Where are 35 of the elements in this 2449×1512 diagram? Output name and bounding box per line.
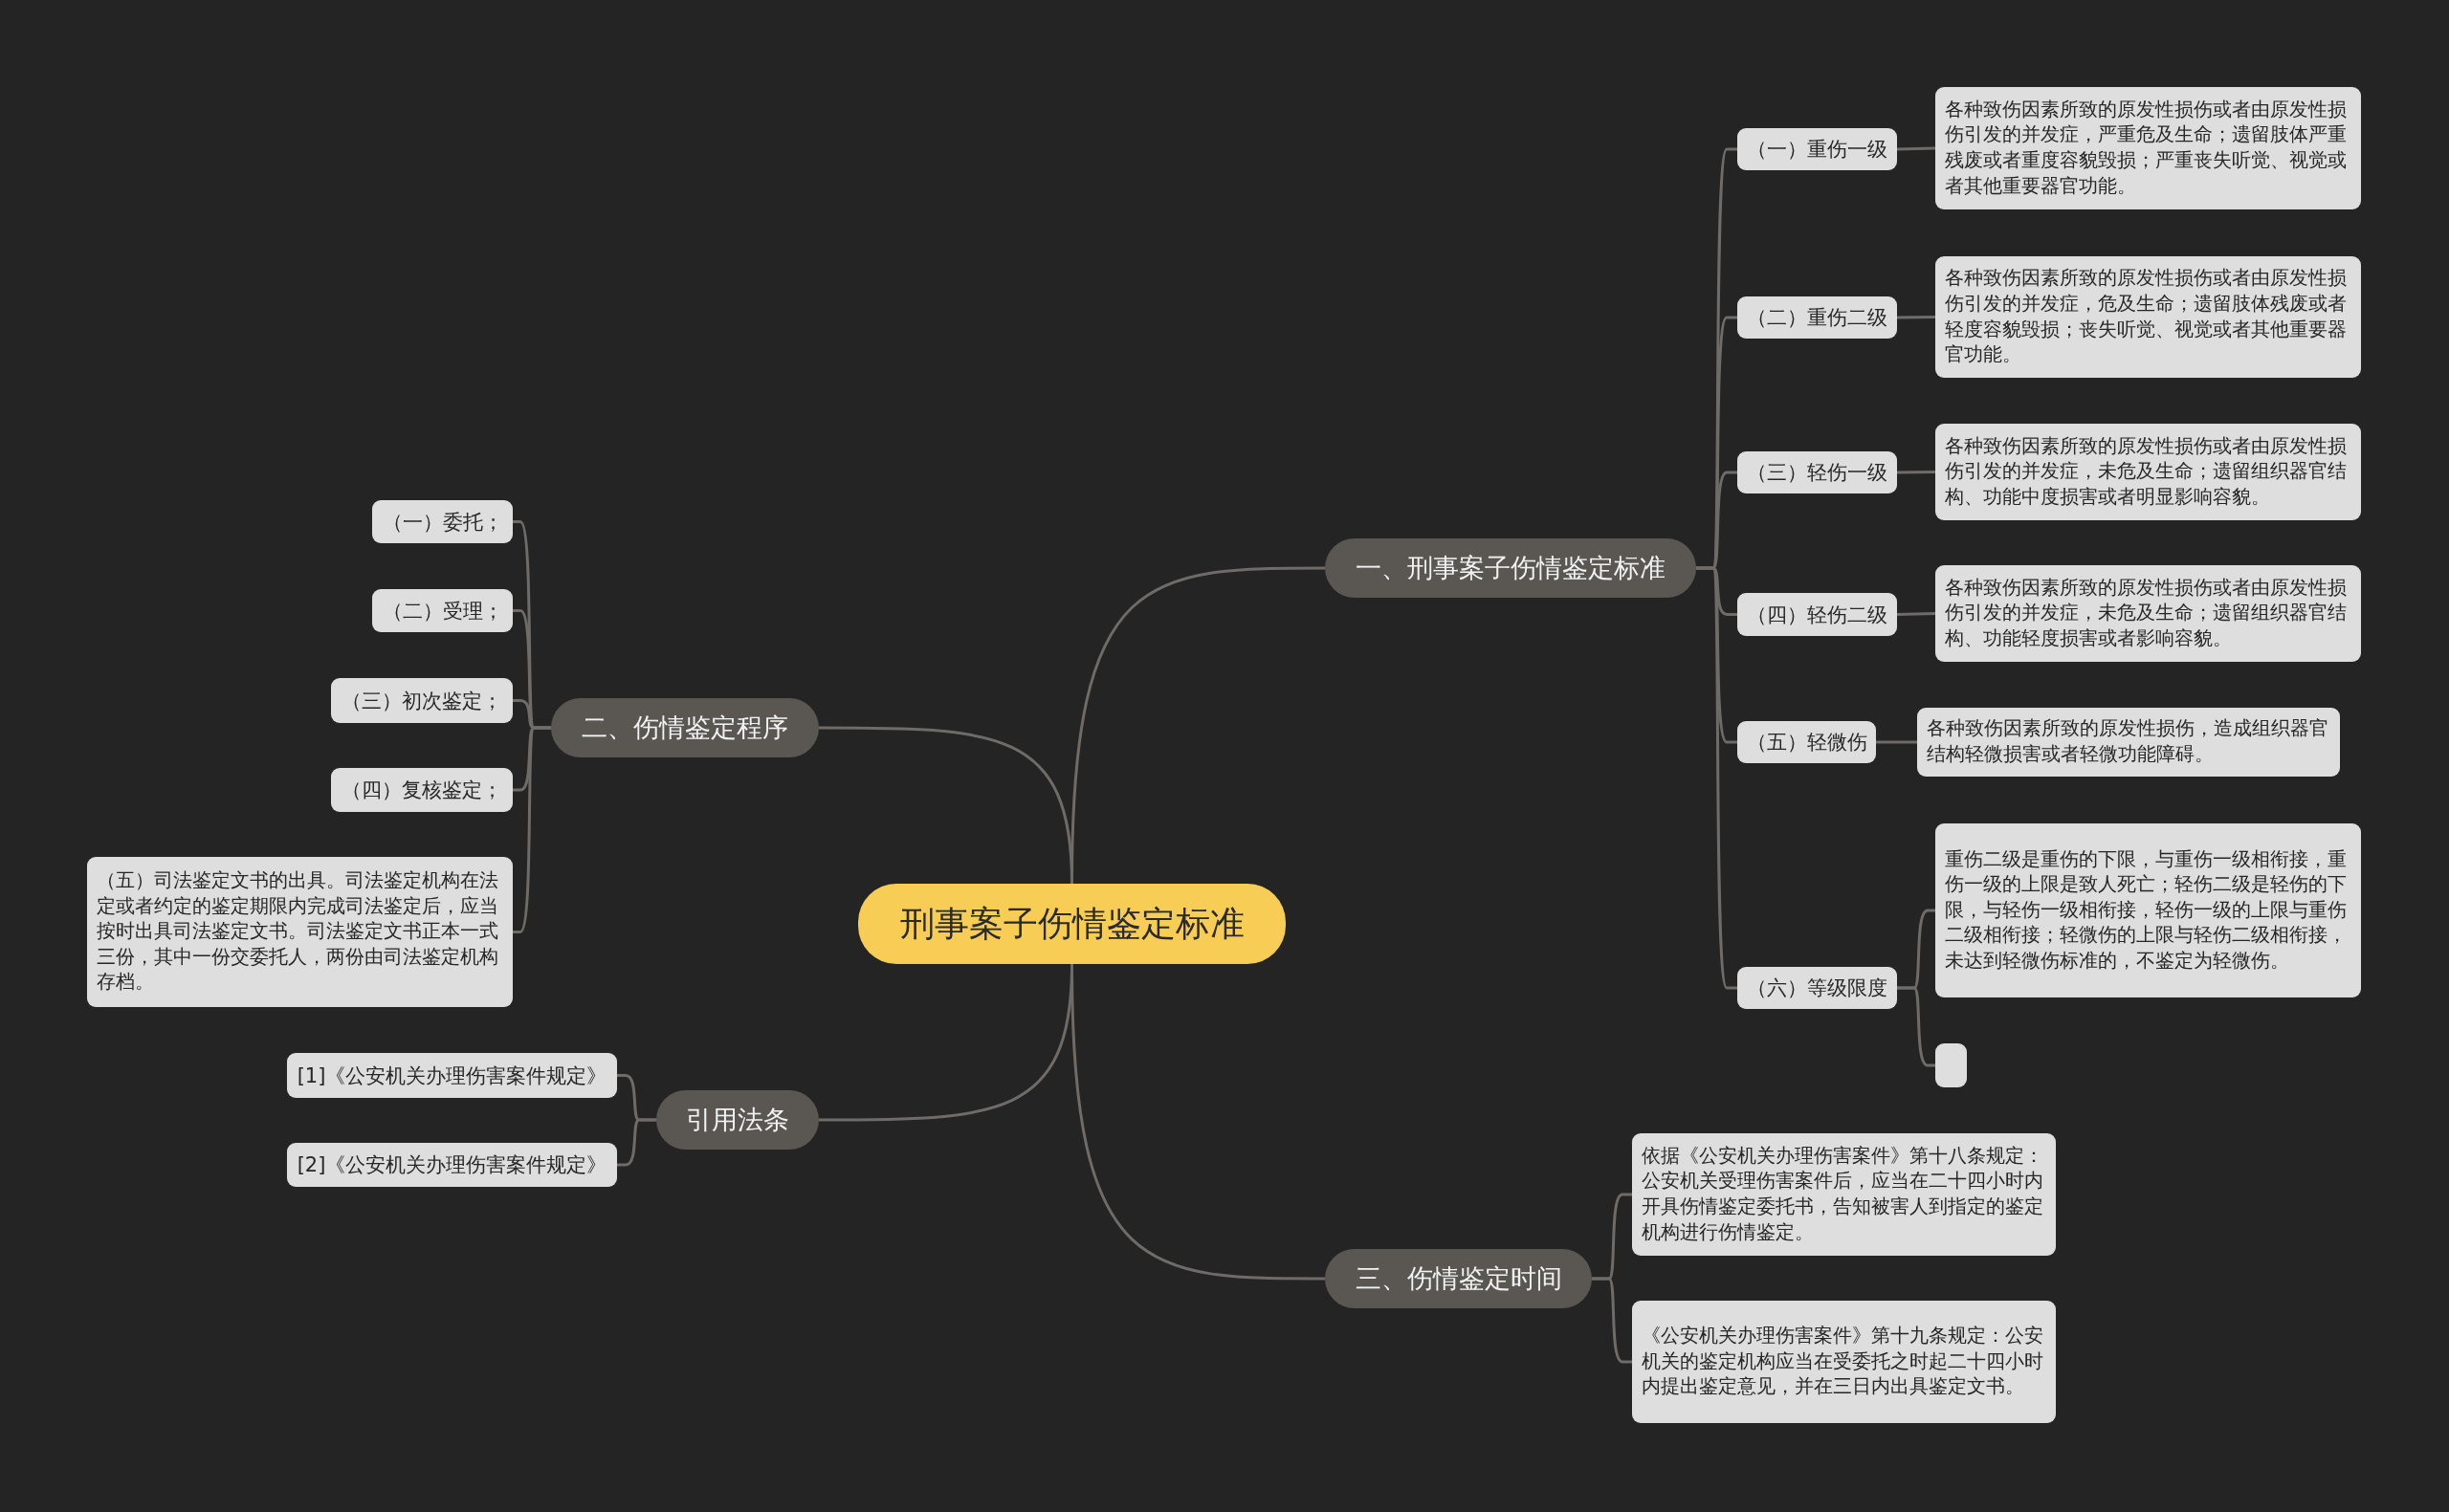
connector-line	[1876, 740, 1917, 744]
description-box: 各种致伤因素所致的原发性损伤或者由原发性损伤引发的并发症，未危及生命；遗留组织器官结构、功能中度损害或者明显影响容貌。	[1935, 424, 2361, 520]
subtopic-box: （二）受理；	[372, 589, 513, 632]
description-box: 依据《公安机关办理伤害案件》第十八条规定：公安机关受理伤害案件后，应当在二十四小时内开具伤情鉴定委托书，告知被害人到指定的鉴定机构进行伤情鉴定。	[1632, 1133, 2056, 1256]
branch-topic: 二、伤情鉴定程序	[551, 698, 819, 757]
connector-line	[1896, 316, 1936, 319]
connector-line	[1696, 566, 1737, 990]
branch-topic: 三、伤情鉴定时间	[1325, 1249, 1592, 1308]
central-topic: 刑事案子伤情鉴定标准	[858, 884, 1286, 964]
connector-line	[513, 726, 551, 933]
description-box: 各种致伤因素所致的原发性损伤或者由原发性损伤引发的并发症，危及生命；遗留肢体残废或者轻度容貌毁损；丧失听觉、视觉或者其他重要器官功能。	[1935, 256, 2361, 378]
subtopic-box: [2]《公安机关办理伤害案件规定》	[287, 1143, 617, 1187]
description-box: （五）司法鉴定文书的出具。司法鉴定机构在法定或者约定的鉴定期限内完成司法鉴定后，应当按时出具司法鉴定文书。司法鉴定文书正本一式三份，其中一份交委托人，两份由司法鉴定机构存档。	[87, 857, 513, 1007]
connector-line	[1896, 146, 1936, 151]
connector-line	[617, 1118, 656, 1167]
subtopic-box: （六）等级限度	[1737, 967, 1897, 1009]
subtopic-box: （四）轻伤二级	[1737, 593, 1897, 636]
description-box: 各种致伤因素所致的原发性损伤或者由原发性损伤引发的并发症，严重危及生命；遗留肢体严重残废或者重度容貌毁损；严重丧失听觉、视觉或者其他重要器官功能。	[1935, 87, 2361, 209]
branch-topic: 引用法条	[656, 1090, 819, 1150]
subtopic-box: （三）轻伤一级	[1737, 451, 1897, 493]
description-box: 重伤二级是重伤的下限，与重伤一级相衔接，重伤一级的上限是致人死亡；轻伤二级是轻伤的下限，与轻伤一级相衔接，轻伤一级的上限与重伤二级相衔接；轻微伤的上限与轻伤二级相衔接，未达到轻微伤标准的，不鉴定为轻微伤。	[1935, 823, 2361, 997]
subtopic-box: （二）重伤二级	[1737, 296, 1897, 339]
subtopic-box: （三）初次鉴定；	[331, 678, 513, 723]
empty-box	[1935, 1043, 1967, 1087]
branch-topic: 一、刑事案子伤情鉴定标准	[1325, 538, 1696, 598]
description-box: 各种致伤因素所致的原发性损伤，造成组织器官结构轻微损害或者轻微功能障碍。	[1917, 708, 2340, 777]
connector-line	[1896, 612, 1936, 616]
connector-line	[1896, 471, 1936, 474]
description-box: 《公安机关办理伤害案件》第十九条规定：公安机关的鉴定机构应当在受委托之时起二十四小时内提出鉴定意见，并在三日内出具鉴定文书。	[1632, 1301, 2056, 1423]
subtopic-box: （一）重伤一级	[1737, 128, 1897, 170]
subtopic-box: （五）轻微伤	[1737, 721, 1876, 763]
subtopic-box: [1]《公安机关办理伤害案件规定》	[287, 1053, 617, 1098]
subtopic-box: （一）委托；	[372, 500, 513, 543]
subtopic-box: （四）复核鉴定；	[331, 768, 513, 812]
description-box: 各种致伤因素所致的原发性损伤或者由原发性损伤引发的并发症，未危及生命；遗留组织器官结构、功能轻度损害或者影响容貌。	[1935, 565, 2361, 662]
